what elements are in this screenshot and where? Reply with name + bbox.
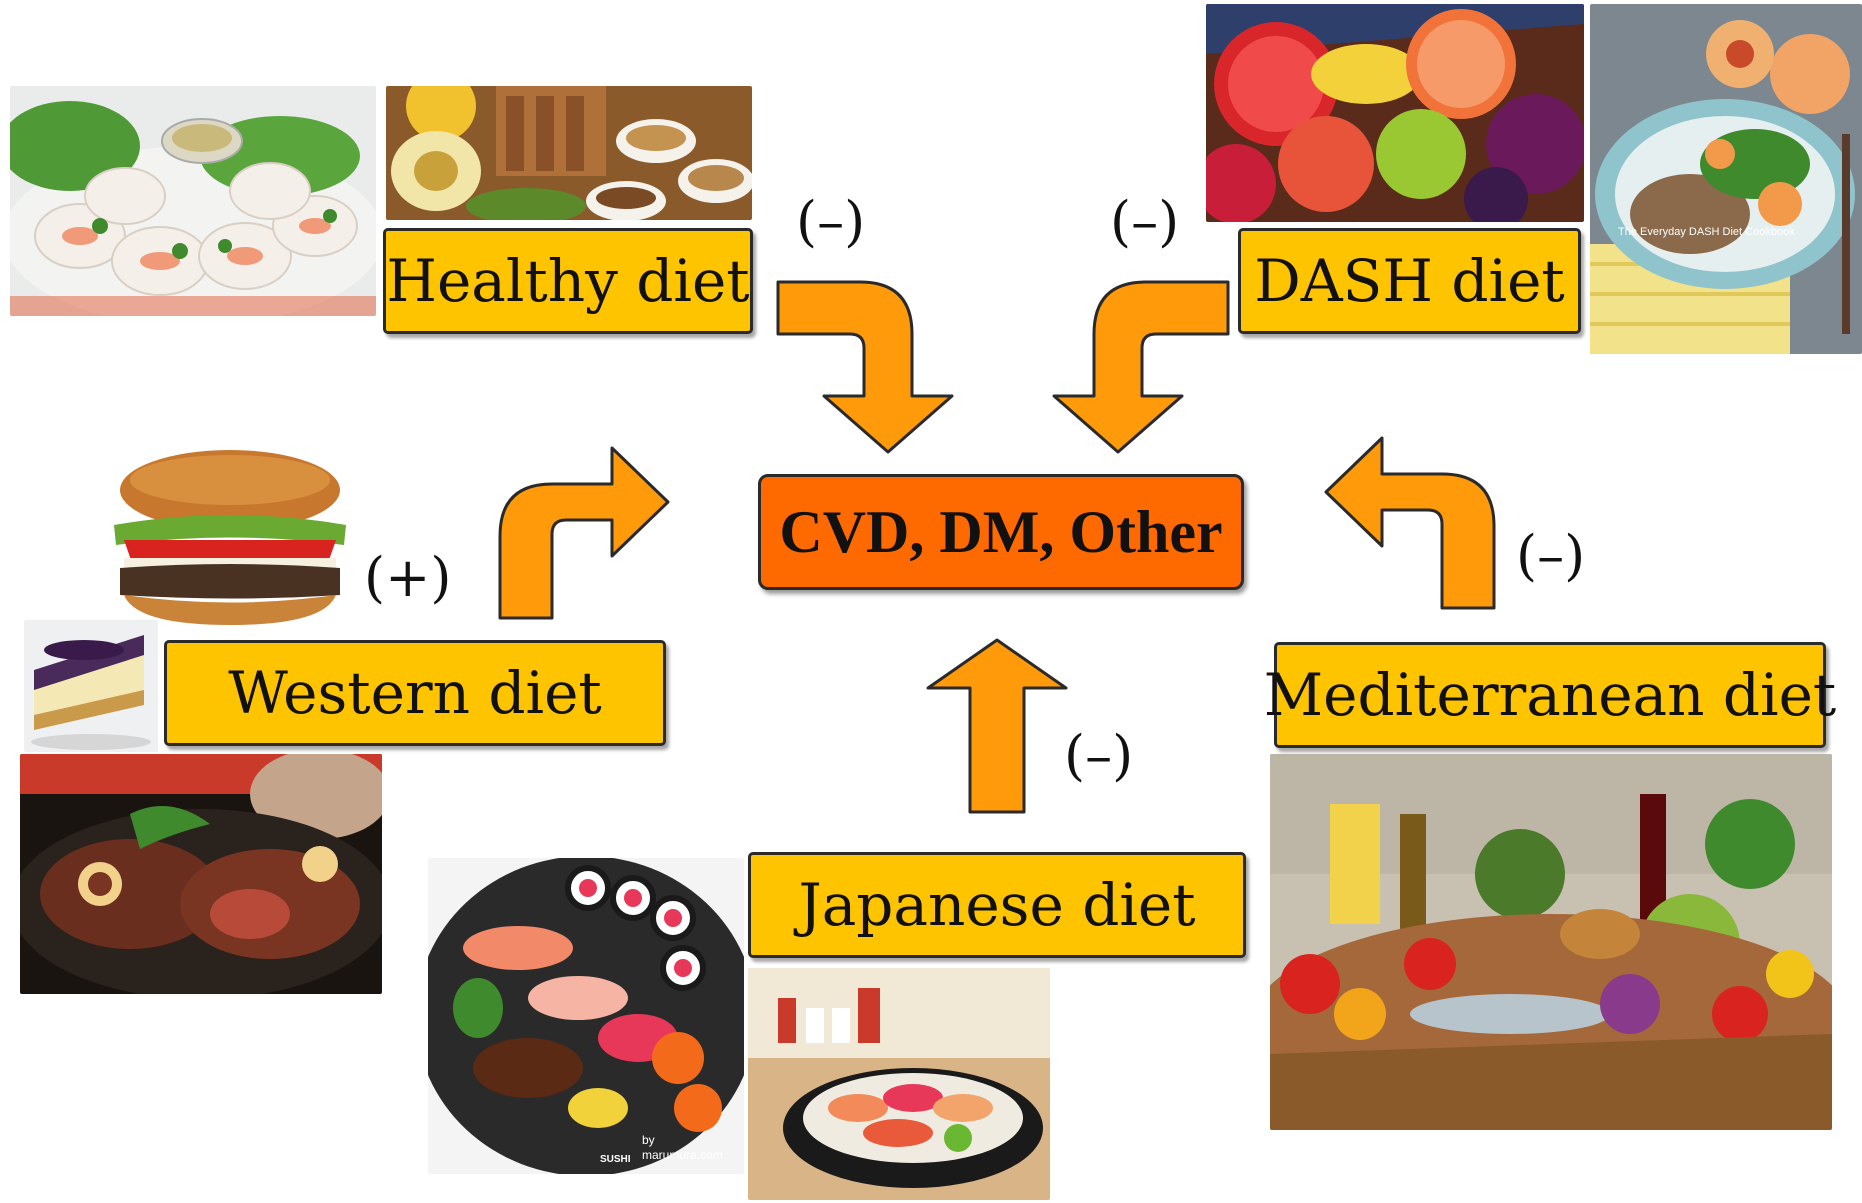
japanese-to-outcome-arrow: [926, 638, 1068, 814]
mediterranean-effect-sign: (–): [1516, 524, 1586, 587]
mediterranean-produce-photo: [1270, 754, 1832, 1130]
burger-photo: [94, 450, 366, 628]
sushi-by-text: by: [642, 1133, 655, 1147]
western-diet-label: Western diet: [164, 640, 666, 746]
sashimi-photo: [748, 968, 1050, 1200]
fruit-pile-photo: [1206, 4, 1584, 222]
healthy-to-outcome-arrow: [776, 280, 954, 454]
sushi-site-text: marumura.com: [642, 1148, 723, 1162]
mediterranean-diet-label: Mediterranean diet: [1264, 642, 1836, 748]
western-effect-sign: (+): [364, 546, 452, 609]
western-to-outcome-arrow: [498, 446, 670, 620]
healthy-diet-label: Healthy diet: [383, 228, 753, 334]
dash-diet-label: DASH diet: [1238, 228, 1581, 334]
sushi-photo: SUSHI by marumura.com: [428, 858, 744, 1174]
healthy-effect-sign: (–): [796, 190, 866, 253]
fruit-grain-photo: [386, 86, 752, 220]
dash-effect-sign: (–): [1110, 190, 1180, 253]
cheesecake-photo: [24, 620, 158, 752]
japanese-effect-sign: (–): [1064, 724, 1134, 787]
outcome-box: CVD, DM, Other: [758, 474, 1244, 590]
japanese-diet-label: Japanese diet: [748, 852, 1246, 958]
sushi-logo-text: SUSHI: [600, 1154, 631, 1165]
spring-rolls-photo: [10, 86, 376, 316]
mediterranean-to-outcome-arrow: [1324, 436, 1496, 610]
steak-photo: [20, 754, 382, 994]
dash-cookbook-caption: The Everyday DASH Diet Cookbook: [1618, 226, 1795, 238]
dash-to-outcome-arrow: [1052, 280, 1230, 454]
dash-plate-photo: The Everyday DASH Diet Cookbook: [1590, 4, 1862, 354]
